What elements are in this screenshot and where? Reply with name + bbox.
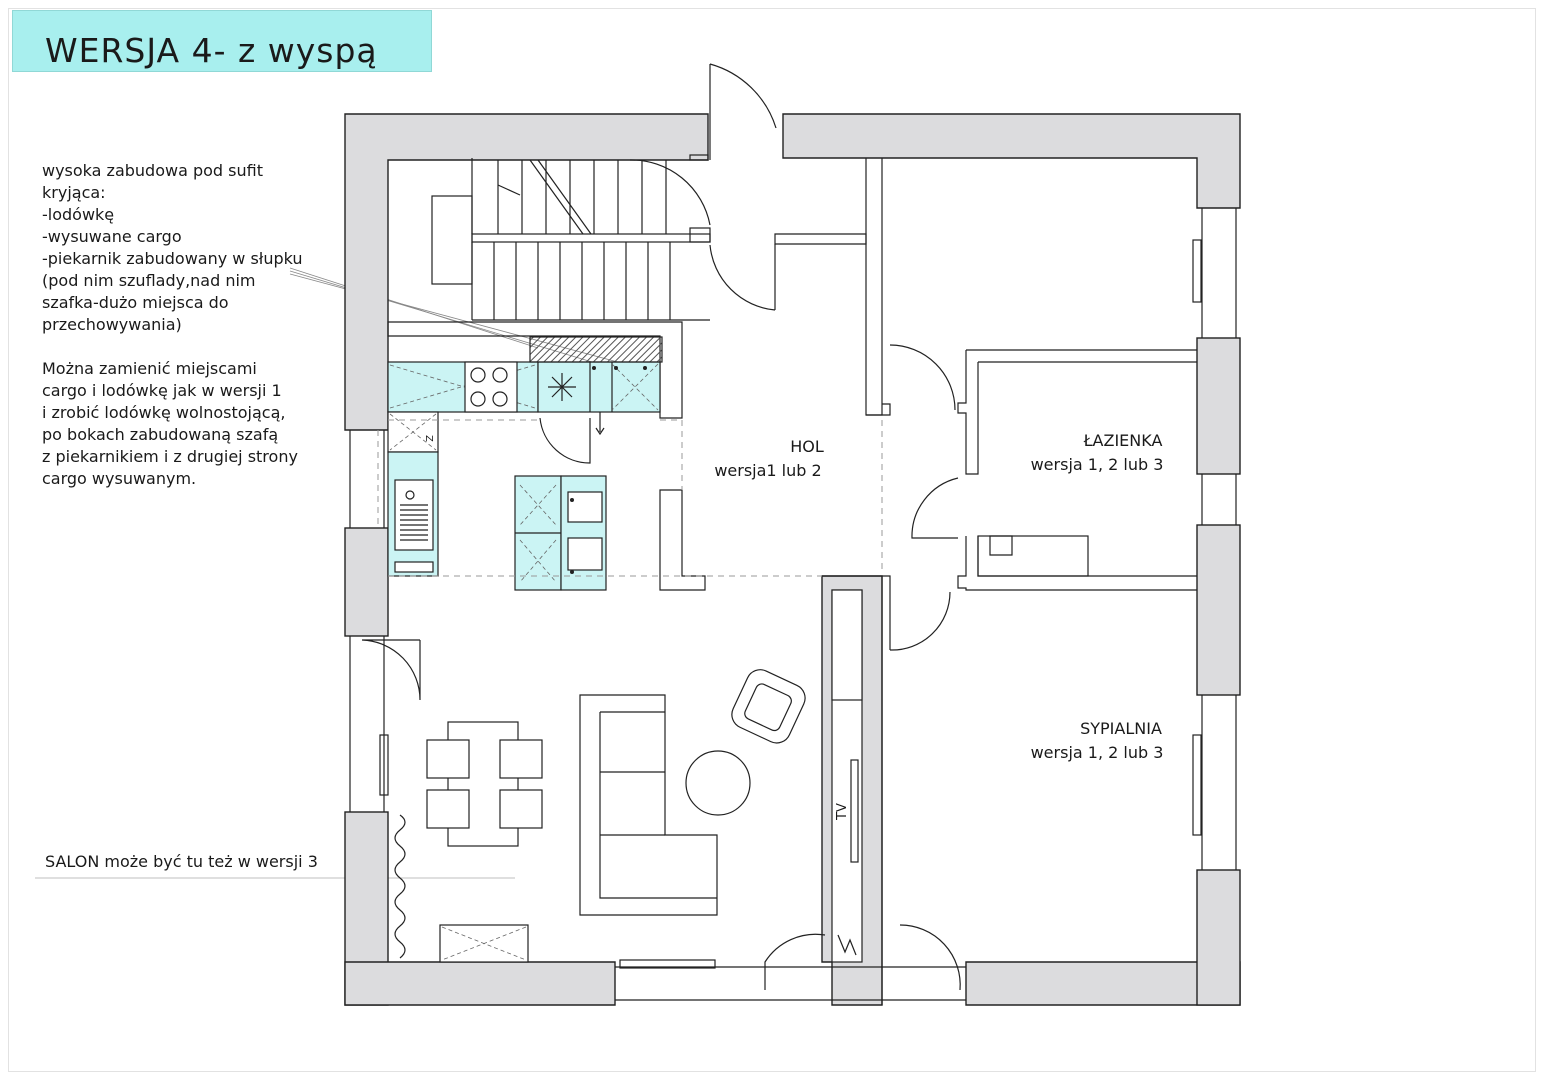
kitchen-door bbox=[539, 417, 591, 464]
bedroom-door bbox=[889, 591, 951, 651]
kitchen: Z bbox=[387, 336, 663, 591]
fridge-mark: Z bbox=[423, 435, 434, 442]
sypialnia-version: wersja 1, 2 lub 3 bbox=[1031, 743, 1164, 762]
entry-door-2 bbox=[629, 159, 711, 226]
wall-left-mid bbox=[344, 527, 389, 637]
tv-label: TV bbox=[835, 803, 850, 821]
kitchen-note: wysoka zabudowa pod sufit kryjąca: -lodó… bbox=[42, 161, 303, 488]
chair-2 bbox=[499, 739, 543, 779]
curtain bbox=[394, 814, 406, 959]
sofa bbox=[579, 694, 718, 916]
wall-top-right bbox=[782, 113, 1241, 209]
staircase bbox=[431, 158, 711, 321]
salon-note: SALON może być tu też w wersji 3 bbox=[45, 852, 318, 871]
lazienka-name: ŁAZIENKA bbox=[1083, 431, 1163, 450]
terrace-door-left bbox=[361, 639, 421, 701]
wall-top-left bbox=[344, 113, 709, 431]
page-frame bbox=[8, 8, 1536, 1072]
wall-bottom-left bbox=[344, 961, 616, 1006]
entry-door bbox=[709, 63, 777, 160]
cooktop bbox=[464, 361, 518, 413]
bar-stool-2 bbox=[567, 537, 603, 571]
interior-walls bbox=[387, 154, 1197, 1005]
chair-3 bbox=[426, 789, 470, 829]
lazienka-version: wersja 1, 2 lub 3 bbox=[1031, 455, 1164, 474]
wall-right-1 bbox=[1196, 337, 1241, 475]
bedroom-top-door bbox=[889, 344, 956, 411]
hol-version: wersja1 lub 2 bbox=[714, 461, 821, 480]
coffee-table bbox=[685, 750, 751, 816]
bathroom-door bbox=[911, 477, 959, 539]
chair-1 bbox=[426, 739, 470, 779]
armchair bbox=[731, 669, 806, 744]
windows bbox=[349, 208, 1237, 1001]
wall-right-2 bbox=[1196, 524, 1241, 696]
hol-name: HOL bbox=[790, 437, 824, 456]
title-box: WERSJA 4- z wyspą bbox=[12, 10, 432, 72]
zone-dashed-lines bbox=[377, 419, 883, 577]
outer-walls bbox=[344, 113, 1241, 1006]
sypialnia-name: SYPIALNIA bbox=[1080, 719, 1162, 738]
chair-4 bbox=[499, 789, 543, 829]
page-title: WERSJA 4- z wyspą bbox=[45, 31, 378, 70]
stair-door bbox=[709, 244, 776, 311]
oven-column bbox=[529, 336, 663, 363]
wall-right-3 bbox=[1196, 869, 1241, 1006]
bar-stool-1 bbox=[567, 491, 603, 523]
terrace-door-bottom-2 bbox=[899, 924, 961, 991]
doors bbox=[361, 63, 961, 991]
terrace-door-bottom-1 bbox=[764, 933, 826, 990]
sideboard bbox=[439, 924, 529, 963]
living-room: TV bbox=[394, 589, 863, 963]
